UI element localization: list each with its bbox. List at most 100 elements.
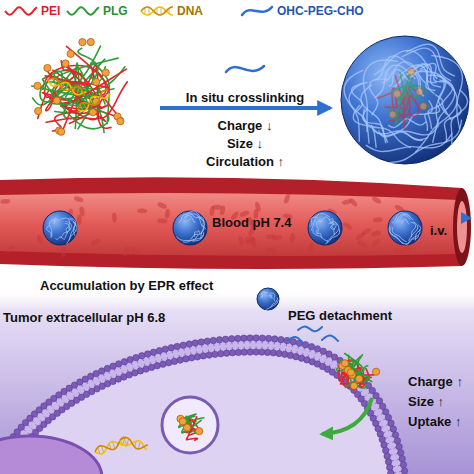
lipid-head xyxy=(180,342,186,348)
blood-cell xyxy=(36,234,44,245)
blood-cell xyxy=(0,199,10,205)
amine-bead xyxy=(407,68,414,75)
dna-strand xyxy=(47,76,87,97)
peg-mesh xyxy=(268,295,271,298)
polymer-chain xyxy=(45,76,105,121)
lipid-head xyxy=(200,353,206,359)
peg-mesh xyxy=(321,217,332,223)
blood-cell xyxy=(283,193,291,204)
peg-fragment xyxy=(298,327,322,332)
legend-entry: PLG xyxy=(66,3,128,19)
blood-cell xyxy=(61,247,66,257)
dna-strand xyxy=(141,7,173,15)
polymer-chain xyxy=(65,86,93,128)
lipid-head xyxy=(390,426,396,432)
peg-fragment xyxy=(322,335,338,341)
dna-rung xyxy=(77,87,80,94)
process-label: In situ crosslinking xyxy=(186,90,304,105)
lipid-head xyxy=(385,459,391,465)
lipid-head xyxy=(247,349,253,355)
lipid-head xyxy=(276,350,282,356)
lipid-head xyxy=(302,342,308,348)
blood-cell xyxy=(265,247,275,253)
property-label: Size ↓ xyxy=(227,136,263,151)
lipid-head xyxy=(222,336,228,342)
blood-cell xyxy=(371,196,382,205)
lipid-head xyxy=(278,336,284,342)
lipid-head xyxy=(241,349,247,355)
lipid-head xyxy=(394,438,400,444)
blood-cell xyxy=(157,218,167,223)
peg-mesh xyxy=(349,83,369,144)
lipid-head xyxy=(156,347,162,353)
lipid-head xyxy=(270,350,276,356)
legend-sample xyxy=(4,3,38,19)
lipid-head xyxy=(259,349,265,355)
property-label: Charge ↓ xyxy=(218,118,273,133)
property-label: Circulation ↑ xyxy=(206,154,284,169)
legend-entry: PEI xyxy=(4,3,60,19)
blood-cell xyxy=(122,246,131,257)
peg-shell xyxy=(388,211,422,245)
polyplex-tangle xyxy=(378,68,429,129)
blood-cell xyxy=(5,244,16,253)
lipid-head xyxy=(183,356,189,362)
blood-cell xyxy=(348,197,358,207)
lipid-head xyxy=(314,346,320,352)
lipid-head xyxy=(194,354,200,360)
amine-bead xyxy=(67,50,74,57)
peg-shell-particle xyxy=(173,211,207,245)
lipid-head xyxy=(392,432,398,438)
lipid-head xyxy=(204,338,210,344)
peg-mesh xyxy=(194,230,198,237)
peg-shell-particle xyxy=(341,36,469,164)
lipid-head xyxy=(133,354,139,360)
peg-fragment xyxy=(288,337,302,342)
peg-mesh xyxy=(270,299,276,308)
blood-cell xyxy=(371,238,382,248)
amine-bead xyxy=(62,60,69,67)
lipid-head xyxy=(139,353,145,359)
dna-strand xyxy=(119,436,148,451)
procedural-illustration xyxy=(32,36,469,456)
process-arrow xyxy=(160,106,330,110)
lipid-head xyxy=(144,351,150,357)
lipid-head xyxy=(186,341,192,347)
polyplex-tangle xyxy=(32,38,128,135)
lipid-head xyxy=(177,357,183,363)
lipid-head xyxy=(290,339,296,345)
lipid-head xyxy=(265,335,271,341)
amine-bead xyxy=(356,375,363,382)
blood-cell xyxy=(355,232,366,242)
legend-sample xyxy=(240,3,274,19)
dna-strand xyxy=(76,89,111,114)
lipid-head xyxy=(192,340,198,346)
lipid-head xyxy=(387,464,393,470)
peg-mesh xyxy=(344,70,363,142)
lipid-head xyxy=(272,336,278,342)
blood-cell xyxy=(90,238,101,247)
legend-sample xyxy=(66,3,100,19)
lipid-head xyxy=(320,348,326,354)
lipid-head xyxy=(210,337,216,343)
dna-helix xyxy=(119,436,148,451)
dna-strand xyxy=(119,436,148,451)
blood-cell xyxy=(137,208,147,213)
lipid-head xyxy=(171,358,177,364)
blood-cell xyxy=(212,205,222,210)
lipid-head xyxy=(235,349,241,355)
vessel-opening xyxy=(453,188,471,266)
polyplex-tangle xyxy=(337,354,380,391)
amine-bead xyxy=(34,82,41,89)
lipid-head xyxy=(388,420,394,426)
lipid-head xyxy=(168,345,174,351)
property-label: Uptake ↑ xyxy=(408,414,461,429)
label-slot: Circulation ↑ xyxy=(206,152,284,170)
blood-vessel xyxy=(0,177,472,269)
amine-bead xyxy=(420,103,427,110)
label-slot: Size ↑ xyxy=(408,392,444,410)
lipid-head xyxy=(162,346,168,352)
lipid-head xyxy=(121,359,127,365)
lipid-head xyxy=(247,335,253,341)
injection-arrow xyxy=(461,212,472,224)
